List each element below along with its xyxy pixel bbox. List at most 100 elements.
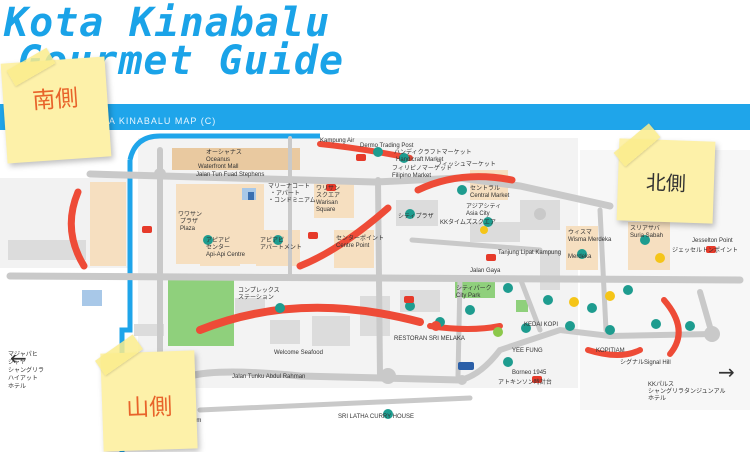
restaurant-marker-icon[interactable] <box>465 305 475 315</box>
restaurant-marker-icon[interactable] <box>605 325 615 335</box>
map-label: アピアピ <box>260 237 284 244</box>
map-label: RESTORAN SRI MELAKA <box>394 336 465 342</box>
bus-icon <box>458 362 474 370</box>
yellow-dot-icon <box>480 226 488 234</box>
city-map: オーシャナス Oceanus Waterfront Mall Jalan Tun… <box>0 133 750 452</box>
restaurant-marker-icon[interactable] <box>483 217 493 227</box>
map-label: ワワサン <box>178 211 202 218</box>
map-label: シティパーク <box>456 285 492 292</box>
prev-arrow-icon[interactable]: ← <box>10 346 27 370</box>
map-label: ウィスマ <box>568 228 592 236</box>
building <box>312 316 350 346</box>
roads <box>6 136 744 413</box>
map-label: アパートメント <box>260 244 302 251</box>
coast-line-top <box>127 133 320 161</box>
map-label: ジェッセルトンポイント <box>672 246 738 254</box>
oceanus-block <box>172 148 300 170</box>
car-icon <box>142 226 152 233</box>
red-dot-icon <box>431 321 441 331</box>
map-label: シャングリラ <box>8 366 44 374</box>
restaurant-marker-icon[interactable] <box>275 303 285 313</box>
restaurant-marker-icon[interactable] <box>203 235 213 245</box>
map-label: Wisma Merdeka <box>568 237 612 243</box>
map-label: Central Market <box>470 193 510 199</box>
map-label: Handicraft Market <box>396 157 444 163</box>
map-label: Signal Hill <box>644 360 671 366</box>
restaurant-marker-icon[interactable] <box>640 235 650 245</box>
small-park <box>455 280 495 298</box>
map-label: Asia City <box>466 211 490 217</box>
map-label: Jalan Tunku Abdul Rahman <box>232 374 305 380</box>
restaurant-marker-icon[interactable] <box>587 303 597 313</box>
map-label: Tanjung Lipat Kampung <box>498 250 561 256</box>
restaurant-marker-icon[interactable] <box>457 185 467 195</box>
map-label: ホテル <box>648 395 666 402</box>
restaurant-marker-icon[interactable] <box>273 235 283 245</box>
building <box>82 290 102 306</box>
dot-markers <box>431 226 665 337</box>
yellow-dot-icon <box>655 253 665 263</box>
restaurant-marker-icon[interactable] <box>651 319 661 329</box>
map-label: アトキンソン時計台 <box>498 378 552 386</box>
yellow-dot-icon <box>569 297 579 307</box>
restaurant-marker-icon[interactable] <box>373 147 383 157</box>
map-label: セントラル <box>470 185 500 192</box>
map-label: Dermo Trading Post <box>360 143 414 149</box>
map-label: KKタイムズスクエア <box>440 218 496 226</box>
note-label-south: 南側 <box>31 85 80 115</box>
car-icon <box>706 246 716 253</box>
roundabout <box>380 368 396 384</box>
roundabout <box>534 208 546 220</box>
map-label: Oceanus <box>206 157 230 163</box>
restaurant-marker-icon[interactable] <box>543 295 553 305</box>
map-label: スリアサバ <box>630 225 660 232</box>
map-label: ワリサン <box>316 185 340 192</box>
map-label: Filipino Market <box>392 173 431 179</box>
car-icon <box>308 232 318 239</box>
header-band <box>0 104 750 134</box>
map-label: Plaza <box>180 226 196 232</box>
building <box>248 192 254 200</box>
map-label: KEDAI KOPI <box>524 322 558 328</box>
map-label: YEE FUNG <box>512 348 543 354</box>
map-header-label: KOTA KINABALU MAP (C) <box>88 116 217 126</box>
map-label: ステーション <box>238 294 274 301</box>
roundabout <box>704 326 720 342</box>
restaurant-marker-icon[interactable] <box>383 409 393 419</box>
restaurant-marker-icon[interactable] <box>503 283 513 293</box>
roundabout <box>154 168 166 180</box>
car-icon <box>356 154 366 161</box>
map-label: マジャパヒ <box>8 351 38 358</box>
note-label-mountain: 山側 <box>125 394 173 422</box>
car-icon <box>404 296 414 303</box>
map-label: Waterfront Mall <box>198 164 238 170</box>
restaurant-marker-icon[interactable] <box>685 321 695 331</box>
map-label: ・アパート <box>270 190 300 197</box>
map-label: マリーナコート <box>268 183 310 190</box>
restaurant-marker-icon[interactable] <box>405 301 415 311</box>
map-label: Warisan <box>316 200 338 206</box>
map-label: ・コンドミニアム <box>268 197 316 204</box>
map-label: ホテル <box>8 383 26 390</box>
restaurant-marker-icon[interactable] <box>565 321 575 331</box>
map-label: アジアシティ <box>466 203 501 210</box>
car-markers <box>142 154 716 383</box>
map-label: City Park <box>456 293 481 299</box>
building <box>396 200 438 226</box>
map-label: シャングリラタンジュンアル <box>648 387 726 395</box>
map-label: コンプレックス <box>238 287 280 294</box>
restaurant-marker-icon[interactable] <box>405 209 415 219</box>
map-label: ハイアット <box>8 375 38 382</box>
restaurant-marker-icon[interactable] <box>623 285 633 295</box>
restaurant-marker-icon[interactable] <box>521 323 531 333</box>
map-label: ハンディクラフトマーケット <box>394 148 472 156</box>
note-label-north: 北側 <box>645 169 687 196</box>
next-arrow-icon[interactable]: → <box>718 360 735 384</box>
restaurant-marker-icon[interactable] <box>399 153 409 163</box>
map-label: KKパルス <box>648 381 674 388</box>
restaurant-marker-icon[interactable] <box>577 249 587 259</box>
map-label: シグナル <box>620 358 644 366</box>
restaurant-marker-icon[interactable] <box>503 357 513 367</box>
map-label: Square <box>316 207 336 213</box>
map-label: Welcome Seafood <box>274 350 323 356</box>
